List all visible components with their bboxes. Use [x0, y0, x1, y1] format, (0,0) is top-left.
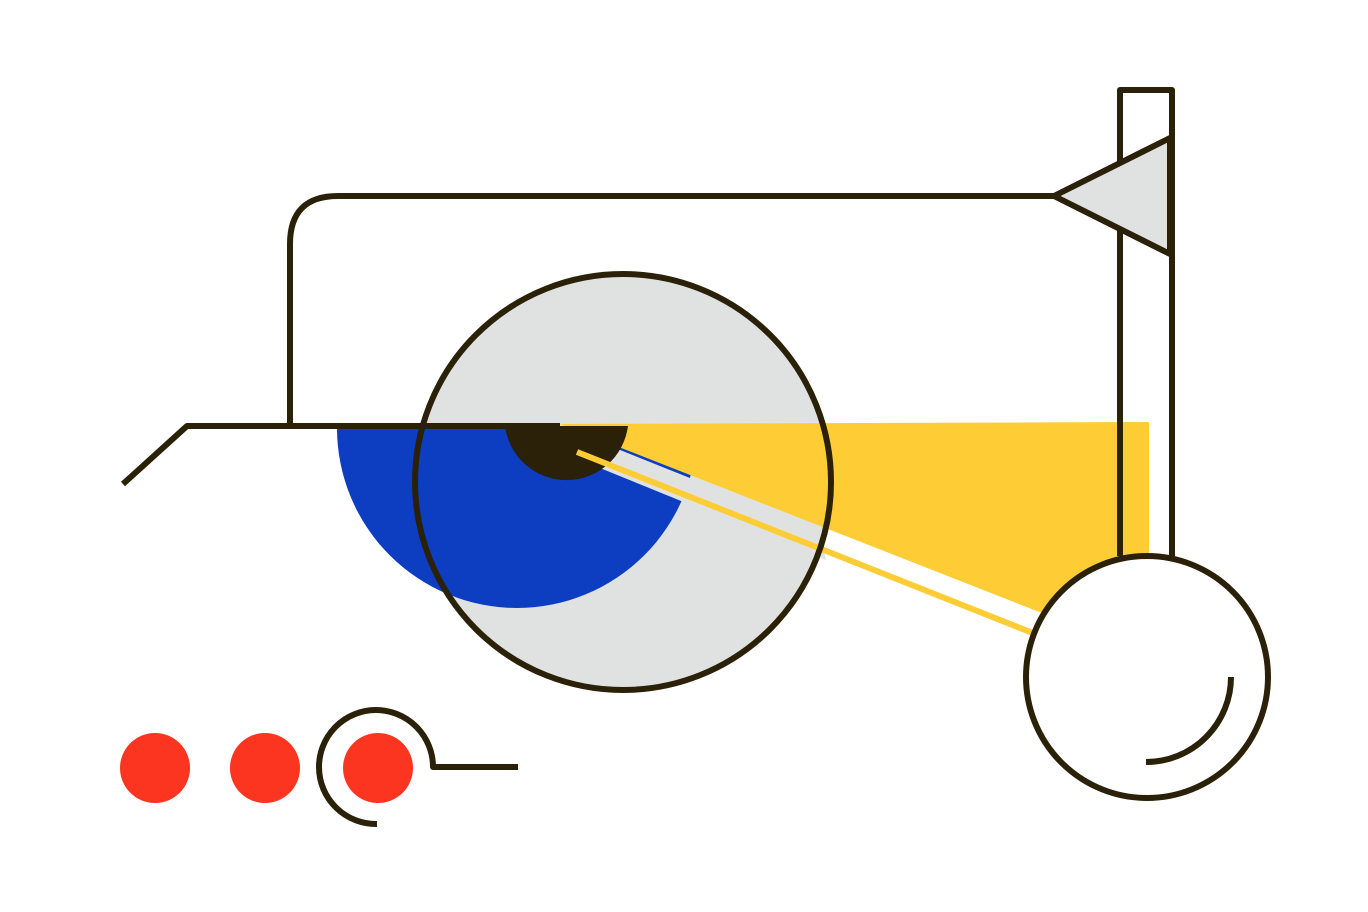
blue-half-disc — [337, 428, 697, 608]
red-dot-3 — [343, 733, 413, 803]
yellow-light-beam — [560, 422, 1149, 655]
hook-arc-line — [316, 707, 518, 828]
base-line-with-tail — [120, 423, 560, 487]
gray-triangle-flag — [1051, 135, 1173, 257]
red-dot-1 — [120, 733, 190, 803]
red-dot-2 — [230, 733, 300, 803]
vertical-post-outline — [1117, 87, 1175, 556]
dark-pupil-semicircle — [505, 426, 628, 481]
small-wheel-inner-arc — [1145, 676, 1234, 765]
large-wheel-outline — [412, 271, 834, 693]
body-frame-outline — [287, 193, 1054, 426]
